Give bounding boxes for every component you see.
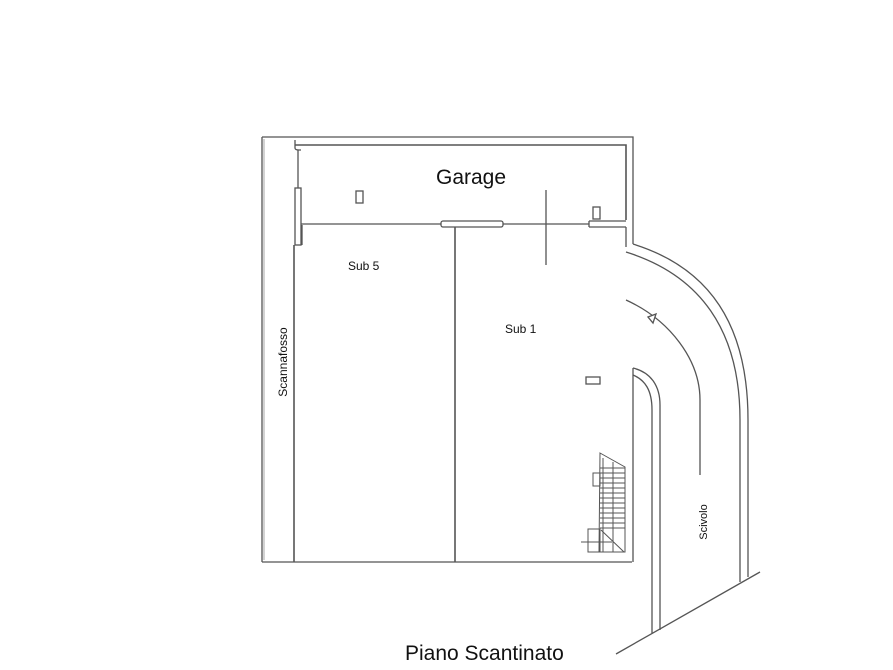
room-label-sub1: Sub 1 [505,322,537,336]
room-label-scivolo: Scivolo [698,504,710,540]
plan-title: Piano Scantinato [405,642,564,665]
room-label-scannafosso: Scannafosso [276,327,290,397]
garage-door [440,220,504,228]
room-label-garage: Garage [436,166,507,189]
garage-wall [295,144,627,220]
ramp-inner-wall [632,367,661,630]
room-label-sub5: Sub 5 [348,259,380,273]
ramp-direction-line [625,299,701,475]
outer-wall [262,136,634,225]
ramp-outer-wall [625,251,741,582]
stairs [581,452,626,553]
